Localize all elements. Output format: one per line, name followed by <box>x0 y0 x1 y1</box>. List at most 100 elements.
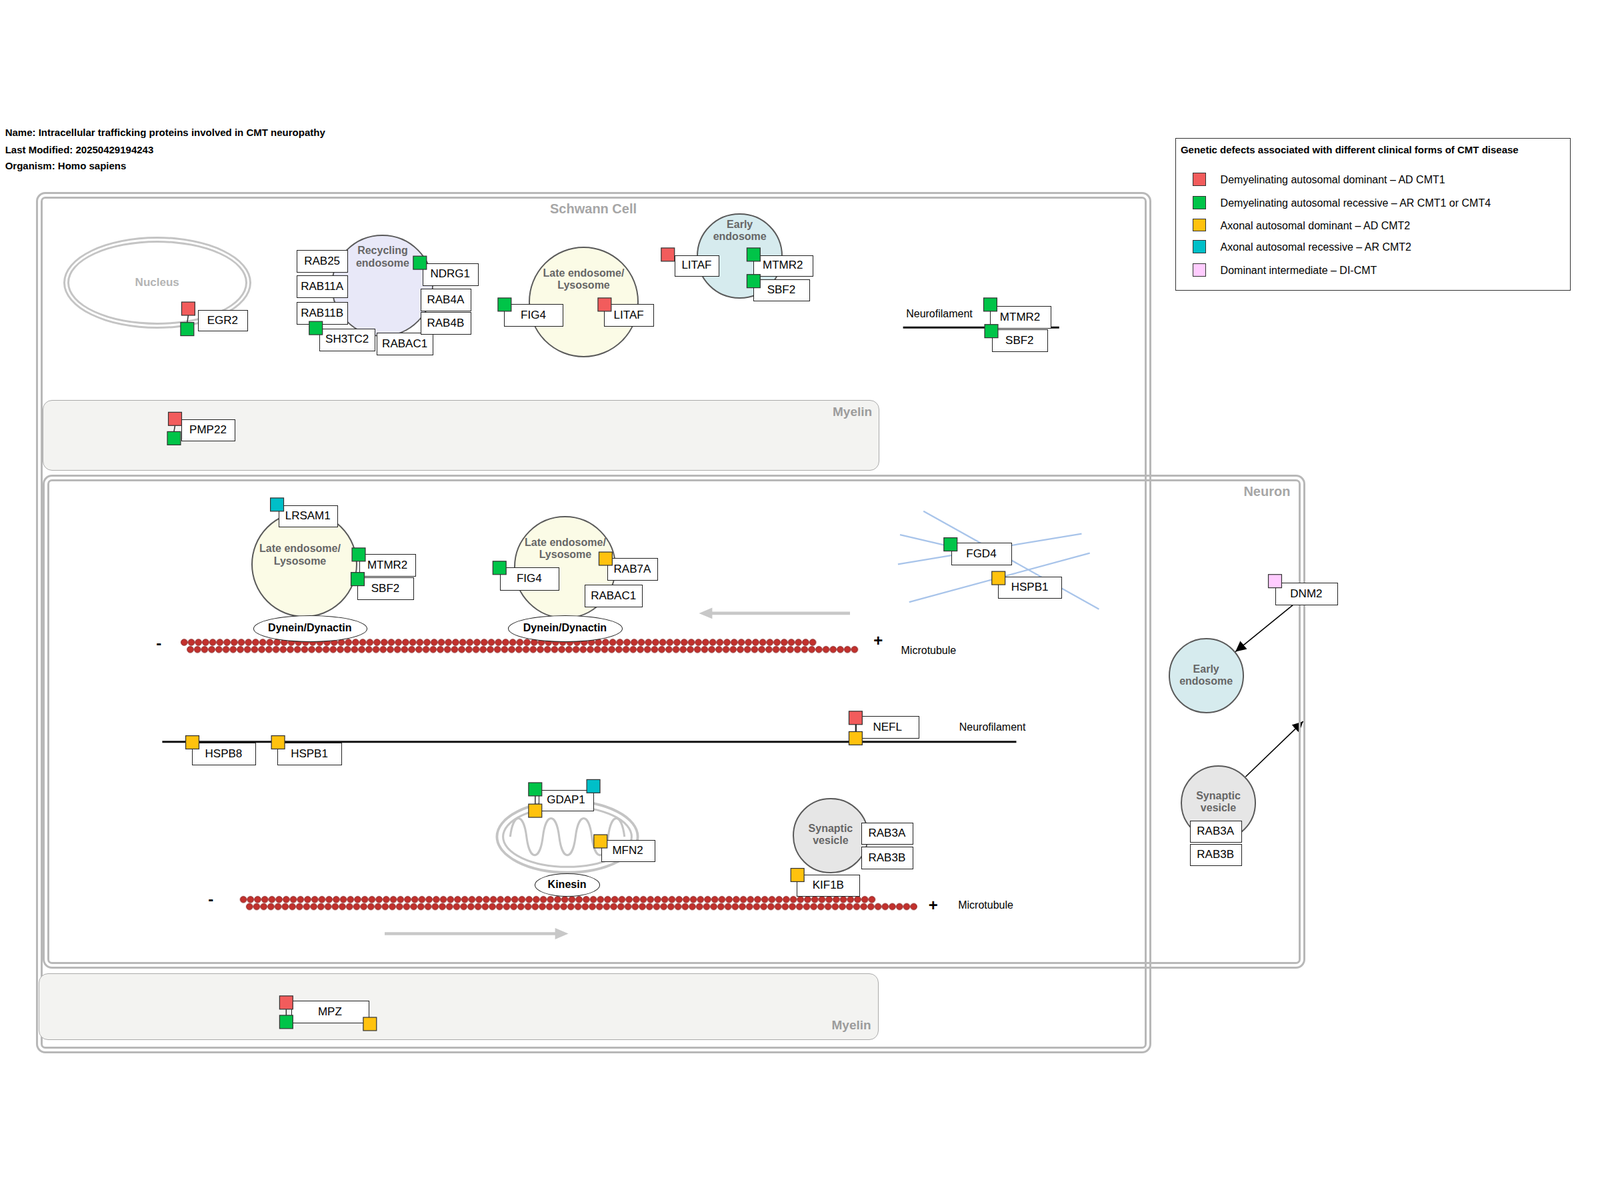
mutation-marker <box>746 248 760 262</box>
mutation-marker <box>746 274 760 288</box>
retrograde-arrow <box>698 607 850 619</box>
gene-box: MFN2 <box>601 840 656 863</box>
motor-label: Dynein/Dynactin <box>254 622 366 634</box>
filament <box>898 534 1082 565</box>
gene-box: LITAF <box>674 255 720 277</box>
mutation-marker <box>992 571 1006 585</box>
gene-label: RAB11A <box>297 280 347 294</box>
gene-label: RAB3A <box>862 826 912 840</box>
label-anchor: Last Modified: 20250429194243 <box>5 144 154 156</box>
gene-label: DNM2 <box>1276 587 1336 601</box>
motor-protein: Dynein/Dynactin <box>508 615 622 642</box>
mutation-marker <box>168 412 182 426</box>
legend-anchor: Axonal autosomal dominant – AD CMT2 <box>1220 219 1411 232</box>
organelle-label: Synaptic vesicle <box>800 822 861 848</box>
gene-label: HSPB8 <box>192 747 255 761</box>
microtubule <box>180 638 858 653</box>
gene-box: RABAC1 <box>584 584 643 608</box>
text-label: Neurofilament <box>906 307 973 320</box>
mutation-marker <box>594 834 608 848</box>
gene-box: FGD4 <box>951 542 1013 566</box>
label-anchor: Neurofilament <box>906 307 973 320</box>
organelle-label: Recycling endosome <box>340 244 426 270</box>
label-anchor: Neurofilament <box>959 720 1026 734</box>
label-anchor: Microtubule <box>901 644 957 657</box>
mutation-marker <box>848 731 862 745</box>
mutation-marker <box>279 996 293 1010</box>
gene-box: HSPB1 <box>998 576 1062 600</box>
gene-label: MTMR2 <box>754 258 812 272</box>
mutation-marker <box>271 736 285 750</box>
microtubule-row <box>240 896 876 904</box>
gene-label: RAB3B <box>862 851 912 865</box>
mutation-marker <box>180 322 194 336</box>
gene-label: PMP22 <box>182 423 234 437</box>
actin-filaments <box>898 511 1100 610</box>
label-anchor: Microtubule <box>958 898 1014 912</box>
myelin-label: Myelin <box>832 404 872 420</box>
gene-box: DNM2 <box>1275 582 1338 606</box>
label-anchor: Name: Intracellular trafficking proteins… <box>5 126 326 139</box>
gene-label: SBF2 <box>992 334 1047 348</box>
arrow-head <box>698 607 712 619</box>
mutation-marker <box>186 736 200 750</box>
mutation-marker <box>498 298 512 312</box>
text-label: Organism: Homo sapiens <box>5 160 127 172</box>
text-label: Microtubule <box>958 898 1014 912</box>
organelle-circle: Early endosome <box>1168 638 1244 714</box>
text-label: + <box>873 631 883 651</box>
mutation-marker <box>1268 574 1282 588</box>
gene-label: RAB11B <box>297 306 347 320</box>
gene-label: SBF2 <box>754 283 810 297</box>
gene-box: MTMR2 <box>990 306 1052 329</box>
mutation-marker <box>181 302 195 316</box>
mutation-marker <box>944 538 958 552</box>
mutation-marker <box>598 552 612 566</box>
label-anchor: + <box>873 631 883 651</box>
gene-box: RAB4A <box>420 288 472 312</box>
gene-box: KIF1B <box>796 874 860 898</box>
legend-anchor: Demyelinating autosomal recessive – AR C… <box>1220 196 1491 210</box>
microtubule <box>240 896 918 910</box>
text-label: - <box>156 634 162 654</box>
mutation-marker <box>598 298 612 312</box>
gene-label: LITAF <box>604 308 653 322</box>
connector-arrow <box>1235 605 1293 652</box>
cell-label: Schwann Cell <box>550 201 637 217</box>
gene-label: HSPB1 <box>278 747 340 761</box>
gene-box: RAB7A <box>607 558 659 581</box>
motor-protein: Kinesin <box>534 873 600 897</box>
connector-arrow <box>1245 721 1303 777</box>
gene-box: LITAF <box>604 304 654 327</box>
gene-label: NEFL <box>856 720 918 734</box>
organelle-circle: Late endosome/ Lysosome <box>528 246 639 357</box>
gene-box: SBF2 <box>357 577 415 600</box>
legend-anchor: Dominant intermediate – DI-CMT <box>1220 264 1378 277</box>
mutation-marker <box>848 711 862 725</box>
cell-label: Neuron <box>1243 484 1290 500</box>
gene-box: PMP22 <box>181 419 236 442</box>
organelle-label: Early endosome <box>1176 663 1236 688</box>
legend-text: Dominant intermediate – DI-CMT <box>1220 264 1378 277</box>
organelle-circle: Synaptic vesicle <box>792 798 868 874</box>
gene-label: GDAP1 <box>539 793 593 807</box>
gene-box: MPZ <box>291 1000 369 1024</box>
mutation-marker <box>167 431 181 445</box>
gene-label: LITAF <box>675 258 718 272</box>
gene-label: FIG4 <box>500 572 558 586</box>
text-label: Name: Intracellular trafficking proteins… <box>5 126 326 139</box>
gene-box: HSPB1 <box>277 742 342 766</box>
mutation-marker <box>528 804 542 818</box>
gene-label: SH3TC2 <box>320 332 374 346</box>
text-label: + <box>928 896 938 916</box>
gene-label: RABAC1 <box>585 589 642 603</box>
legend-text: Demyelinating autosomal recessive – AR C… <box>1220 196 1491 210</box>
arrow-head <box>555 928 569 940</box>
nucleus-label: Nucleus <box>69 276 246 290</box>
gene-box: EGR2 <box>198 310 248 332</box>
mutation-marker <box>492 561 506 575</box>
text-label: Last Modified: 20250429194243 <box>5 144 154 156</box>
text-label: Microtubule <box>901 644 957 657</box>
legend-text: Axonal autosomal dominant – AD CMT2 <box>1220 219 1411 232</box>
gene-box: RAB11A <box>296 275 348 298</box>
